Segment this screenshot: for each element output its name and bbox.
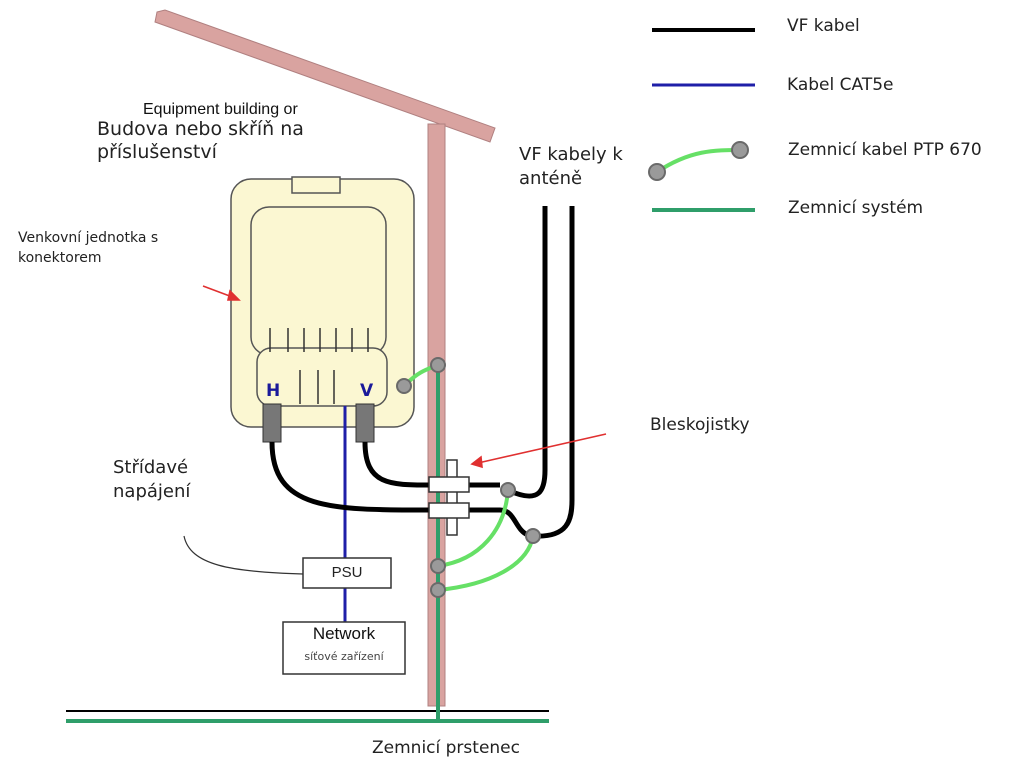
outdoor-unit-inner-panel (250, 206, 387, 356)
label-port-v: V (360, 381, 374, 401)
lightning-arrestor-1 (428, 476, 470, 493)
label-building-cz: Budova nebo skříň na příslušenství (97, 118, 304, 163)
connector-v (355, 403, 375, 443)
pointer-arrows (202, 285, 607, 469)
label-network-en: Network (312, 624, 376, 643)
label-network-cz: síťové zařízení (304, 650, 384, 663)
rf-cable-antenna-2 (532, 206, 575, 539)
rf-cable-h (269, 441, 530, 538)
legend-lug-2 (731, 141, 749, 159)
legend-lug-1 (648, 163, 666, 181)
rf-cable-antenna-1 (506, 206, 548, 499)
cooling-fins (269, 328, 369, 404)
ac-power-wire (183, 535, 304, 575)
network-box (282, 621, 406, 675)
ground-cable-arrestor-2 (437, 535, 535, 592)
label-port-h: H (266, 381, 281, 401)
label-psu: PSU (331, 564, 363, 581)
lightning-arrestor-stem (446, 459, 458, 536)
legend-label-ground-cable: Zemnicí kabel PTP 670 (788, 140, 982, 160)
legend-label-cat5e: Kabel CAT5e (787, 75, 894, 95)
connector-plate (256, 347, 388, 407)
label-ground-ring: Zemnicí prstenec (372, 738, 520, 758)
roof-beam (154, 9, 496, 143)
lightning-arrestor-2 (428, 502, 470, 519)
ground-cable-arrestor-1 (437, 489, 510, 568)
outdoor-unit-handle (291, 176, 341, 194)
label-outdoor-unit: Venkovní jednotka s konektorem (18, 230, 159, 266)
label-building-en: Equipment building or (143, 101, 298, 118)
legend-line-ground-cable (655, 148, 741, 174)
label-ac-power: Střídavé napájení (113, 457, 191, 502)
legend-label-ground-system: Zemnicí systém (788, 198, 924, 218)
label-lightning-arrestors: Bleskojistky (650, 415, 750, 435)
label-rf-to-antenna: VF kabely k anténě (519, 144, 623, 189)
psu-box (302, 557, 392, 589)
ground-lugs (396, 357, 541, 598)
legend-label-rf-cable: VF kabel (787, 16, 860, 36)
connector-h (262, 403, 282, 443)
